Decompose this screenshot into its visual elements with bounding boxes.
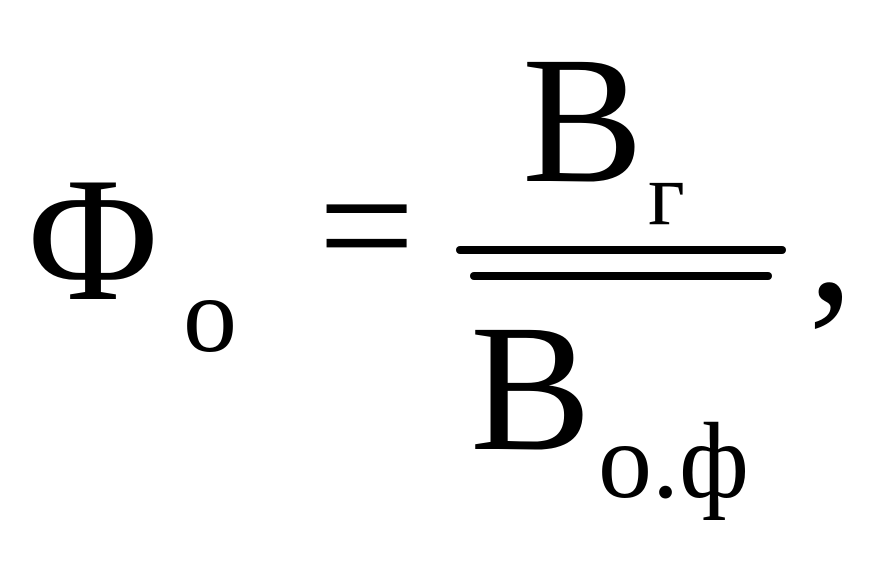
fraction-bar-top <box>456 246 786 254</box>
trailing-comma: , <box>808 140 854 341</box>
denominator-subscript: о.ф <box>598 402 749 521</box>
lhs-subscript: о <box>183 256 237 375</box>
numerator-subscript: г <box>648 145 685 244</box>
fraction-bar-bottom <box>470 272 772 280</box>
numerator-symbol: В <box>522 20 644 221</box>
lhs-symbol: Φ <box>28 140 159 338</box>
equals-sign: = <box>318 131 416 321</box>
denominator-symbol: В <box>470 288 592 489</box>
